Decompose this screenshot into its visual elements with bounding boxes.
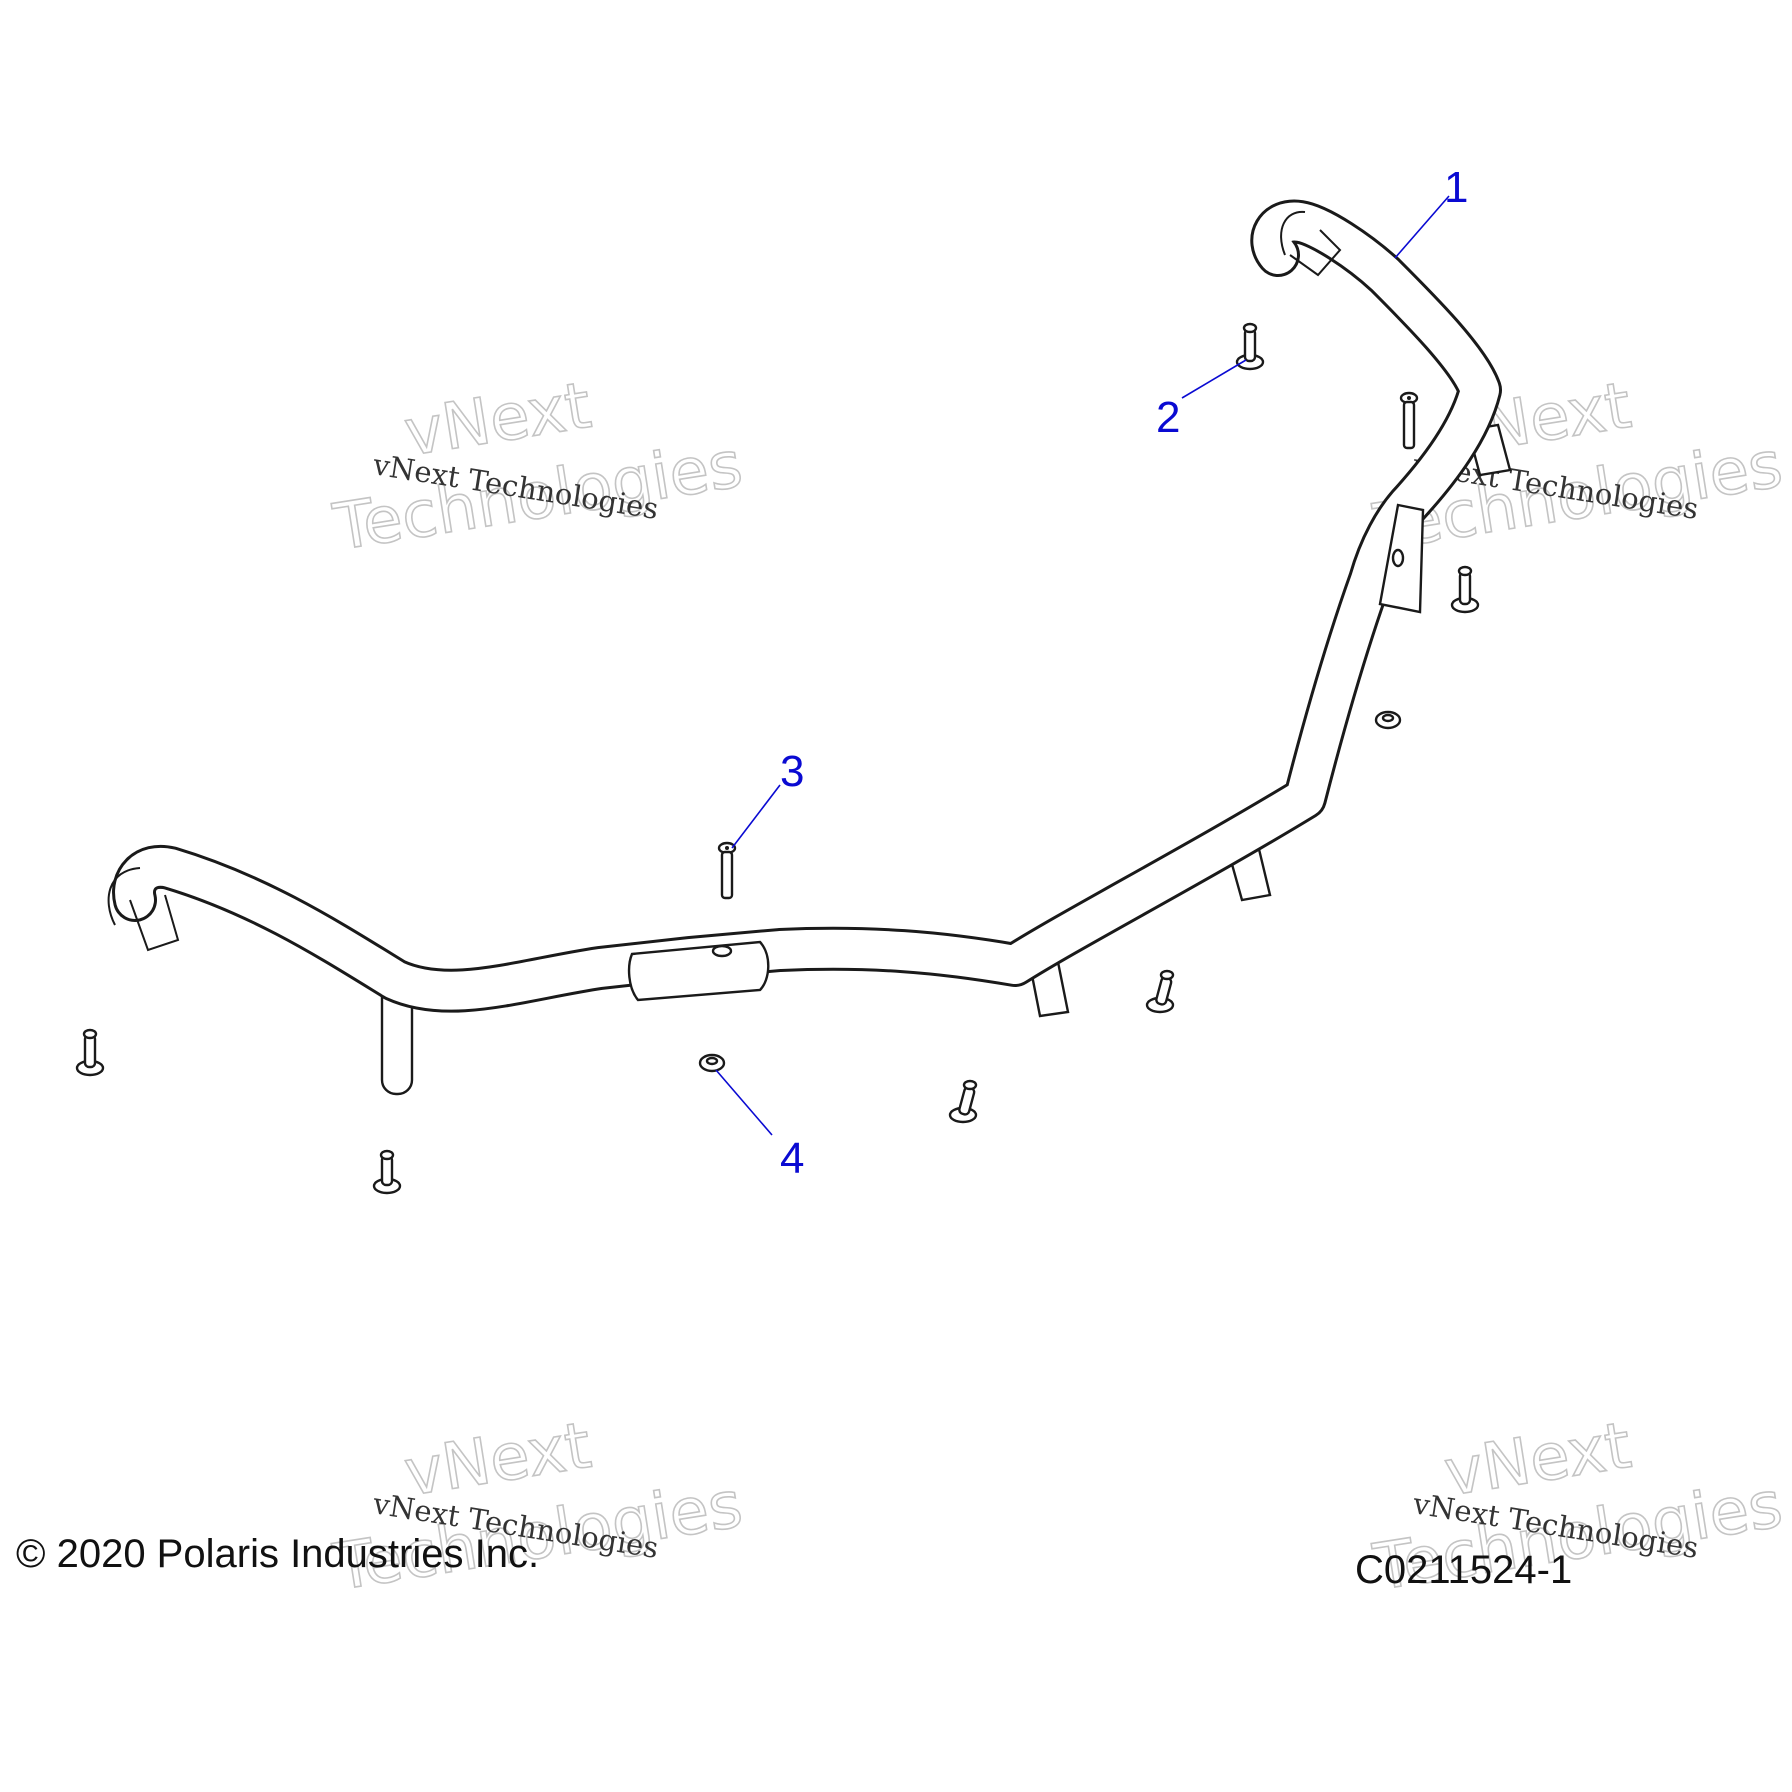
bumper-tube-outline xyxy=(112,199,1502,1013)
bumper-bar-part-1 xyxy=(107,199,1512,1096)
callout-3: 3 xyxy=(780,747,804,796)
bolt-3a xyxy=(717,841,737,900)
center-coupler-sleeve xyxy=(627,940,770,1002)
diagram-code: C0211524-1 xyxy=(1355,1548,1573,1592)
callout-4: 4 xyxy=(780,1134,804,1183)
leader-line-1 xyxy=(1394,195,1450,259)
rivet-2a xyxy=(1235,322,1265,371)
leader-line-2 xyxy=(1181,359,1247,399)
push-rivet-part-2 xyxy=(75,322,1480,1195)
callout-2: 2 xyxy=(1156,393,1180,442)
leader-line-4 xyxy=(715,1069,773,1136)
nut-4a xyxy=(698,1053,726,1073)
copyright-notice: © 2020 Polaris Industries Inc. xyxy=(16,1532,540,1576)
nut-part-4 xyxy=(698,710,1402,1073)
leader-line-3 xyxy=(731,784,781,849)
bolt-part-3 xyxy=(717,391,1419,900)
callout-1: 1 xyxy=(1444,163,1468,212)
